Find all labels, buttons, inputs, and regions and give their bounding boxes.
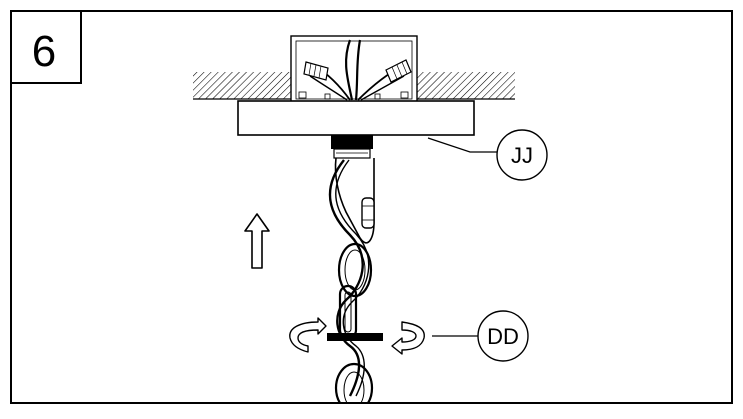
junction-box	[290, 35, 418, 103]
rotate-arrow-icon	[289, 317, 327, 353]
callout-jj: JJ	[496, 129, 548, 181]
rotate-arrow-icon	[391, 321, 425, 355]
canopy-collar	[331, 135, 373, 159]
wire-nut-right	[385, 59, 412, 83]
callout-dd-label: DD	[487, 324, 519, 349]
step-number: 6	[32, 27, 56, 76]
chain-clamp	[327, 333, 383, 341]
jj-leader-line	[427, 137, 498, 153]
chain-and-cord	[328, 157, 375, 403]
canopy	[237, 100, 475, 136]
wire-nut-left	[303, 61, 329, 81]
callout-jj-label: JJ	[511, 143, 533, 168]
panel-frame	[10, 10, 733, 404]
up-arrow-icon	[244, 213, 270, 269]
callout-dd: DD	[477, 310, 529, 362]
step-number-box: 6	[10, 10, 82, 84]
